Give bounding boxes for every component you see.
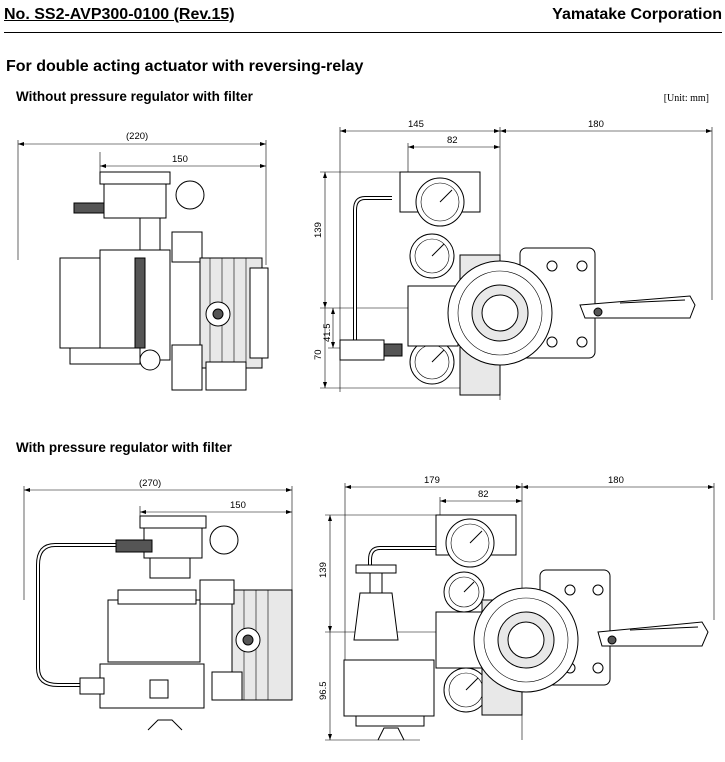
drawing-side-view-2: (270) 150 [23,478,293,731]
dim-front-height-bottom-1: 70 [313,349,324,360]
section1-heading: Without pressure regulator with filter [16,89,253,104]
dim-front-height-top-1: 139 [313,222,324,238]
dim-front-height-bottom-2: 96.5 [318,682,329,701]
dim-front-height-mid-1: 41.5 [322,324,333,343]
unit-note: [Unit: mm] [663,93,709,104]
drawing-front-view-1: 145 180 82 139 41.5 70 [313,119,713,400]
dim-width-1: 150 [172,154,188,165]
dim-overall-2: (270) [139,478,161,489]
dim-front-width-left-1: 145 [408,119,424,130]
company-name: Yamatake Corporation [552,6,722,23]
dim-front-width-right-1: 180 [588,119,604,130]
dim-front-gauge-width-1: 82 [447,135,458,146]
page-header: No. SS2-AVP300-0100 (Rev.15) Yamatake Co… [4,2,722,33]
dim-front-width-left-2: 179 [424,475,440,486]
dim-width-2: 150 [230,500,246,511]
dim-front-width-right-2: 180 [608,475,624,486]
dim-overall-1: (220) [126,131,148,142]
dim-front-gauge-width-2: 82 [478,489,489,500]
dim-front-height-top-2: 139 [318,562,329,578]
drawing-side-view-1: (220) 150 [17,131,269,391]
section2-heading: With pressure regulator with filter [16,440,232,455]
document-number: No. SS2-AVP300-0100 (Rev.15) [4,6,235,23]
drawing-front-view-2: 179 180 82 139 96.5 [318,475,715,741]
page-title: For double acting actuator with reversin… [6,58,364,75]
